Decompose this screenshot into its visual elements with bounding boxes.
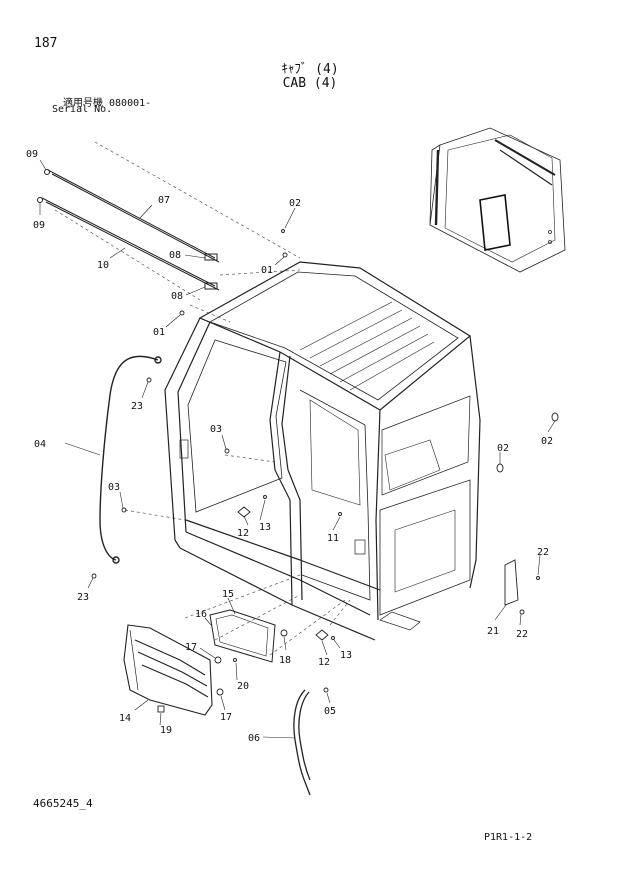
callout-01-lower: 01	[153, 327, 165, 338]
callout-22-upper: 22	[537, 547, 549, 558]
gas-spring-rods	[37, 169, 220, 291]
callout-02-middle: 02	[497, 443, 509, 454]
cab-frame	[164, 261, 481, 641]
serial-label-english: Serial No.	[52, 104, 113, 115]
callout-labels: 09 09 07 10 08 08 02 01 01 23 04 03 03 0…	[26, 149, 553, 744]
callout-12-upper: 12	[237, 528, 249, 539]
callout-20: 20	[237, 681, 249, 692]
callout-06: 06	[248, 733, 260, 744]
page-reference: P1R1-1-2	[484, 832, 533, 843]
callout-23-upper: 23	[131, 401, 143, 412]
callout-17-upper: 17	[185, 642, 197, 653]
callout-22-lower: 22	[516, 629, 528, 640]
cover-panel-14	[123, 624, 213, 716]
title-english: CAB (4)	[282, 76, 338, 91]
callout-16: 16	[195, 609, 207, 620]
callout-04: 04	[34, 439, 46, 450]
callout-12-lower: 12	[318, 657, 330, 668]
callout-03-upper: 03	[210, 424, 222, 435]
callout-21: 21	[487, 626, 499, 637]
callout-08-lower: 08	[171, 291, 183, 302]
callout-05: 05	[324, 706, 336, 717]
harness-cable-04	[99, 355, 162, 564]
callout-02-right: 02	[541, 436, 553, 447]
callout-13-lower: 13	[340, 650, 352, 661]
callout-23-lower: 23	[77, 592, 89, 603]
leader-lines	[39, 159, 556, 739]
callout-10: 10	[97, 260, 109, 271]
callout-02-top: 02	[289, 198, 301, 209]
title-japanese: ｷｬﾌﾞ (4)	[281, 62, 339, 77]
callout-14: 14	[119, 713, 131, 724]
document-code: 4665245_4	[33, 797, 93, 810]
callout-01-upper: 01	[261, 265, 273, 276]
assembly-guide-lines	[54, 141, 351, 656]
page-number: 187	[34, 36, 58, 51]
serial-label-japanese: 適用号機 080001-	[63, 98, 152, 109]
callout-15: 15	[222, 589, 234, 600]
callout-08-upper: 08	[169, 250, 181, 261]
callout-11: 11	[327, 533, 339, 544]
hose-06	[293, 689, 311, 796]
window-glass-15	[209, 609, 276, 663]
fasteners	[91, 229, 559, 713]
callout-09-bottom: 09	[33, 220, 45, 231]
callout-07: 07	[158, 195, 170, 206]
callout-13-upper: 13	[259, 522, 271, 533]
inset-cab-view	[429, 127, 566, 273]
callout-03-lower: 03	[108, 482, 120, 493]
callout-18: 18	[279, 655, 291, 666]
callout-19: 19	[160, 725, 172, 736]
callout-17-lower: 17	[220, 712, 232, 723]
callout-09-top: 09	[26, 149, 38, 160]
